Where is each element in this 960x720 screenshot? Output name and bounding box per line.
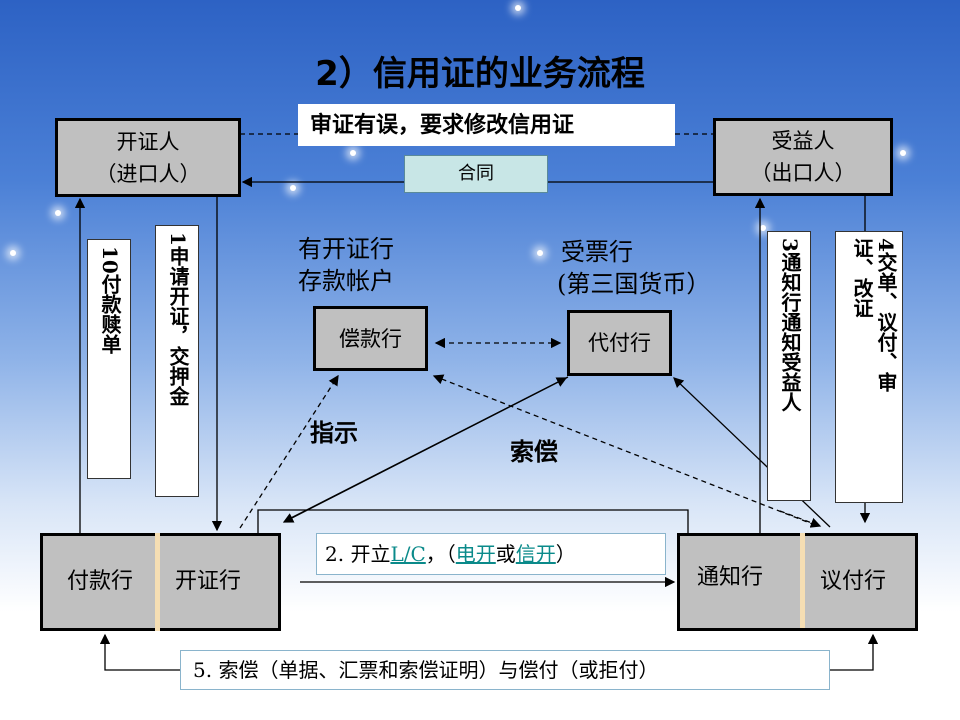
divider xyxy=(155,533,160,631)
claim-arrow xyxy=(432,374,816,526)
beneficiary-box: 受益人 （出口人） xyxy=(713,118,893,196)
step1-label: 1申请开证，交押金 xyxy=(155,225,199,497)
reimbursing-bank-box: 偿款行 xyxy=(313,306,428,371)
negotiating-to-paying-arrow xyxy=(673,377,831,528)
advising-bank-box: 通知行 议付行 xyxy=(677,533,918,631)
step4-box-bottom xyxy=(835,435,903,503)
reimbursing-label-line2: 存款帐户 xyxy=(298,267,394,295)
lc-link[interactable]: L/C xyxy=(390,542,426,566)
mail-issue-link[interactable]: 信开 xyxy=(515,542,556,566)
step3-label: 3通知行通知受益人 xyxy=(767,231,811,501)
applicant-subtitle: （进口人） xyxy=(95,161,201,186)
negotiating-bank-label: 议付行 xyxy=(820,569,887,594)
step5-left-arrow xyxy=(99,633,180,671)
applicant-title: 开证人 xyxy=(116,129,180,154)
frame-line xyxy=(257,509,689,533)
beneficiary-title: 受益人 xyxy=(771,129,835,153)
drawee-label-line1: 受票行 xyxy=(561,238,633,266)
amend-note: 审证有误，要求修改信用证 xyxy=(298,104,675,146)
slide-title: 2）信用证的业务流程 xyxy=(315,54,645,94)
step4-label: 4交单、议付、审证、改证 xyxy=(835,231,903,436)
step2-mid: ，（ xyxy=(425,542,456,566)
drawee-bank-label: 受票行 (第三国货币） xyxy=(557,236,711,300)
reimbursing-label-line1: 有开证行 xyxy=(298,235,394,263)
step2-suffix: ） xyxy=(555,542,576,566)
step2-prefix: 2. 开立 xyxy=(325,542,391,566)
issuing-bank-box: 付款行 开证行 xyxy=(40,533,281,631)
advising-bank-label: 通知行 xyxy=(697,565,764,590)
step10-label: 10付款赎单 xyxy=(87,239,131,479)
paying-agent-box: 代付行 xyxy=(567,310,672,376)
beneficiary-subtitle: （出口人） xyxy=(750,161,856,185)
step2-label: 2. 开立L/C，（电开或信开） xyxy=(316,533,666,575)
issuing-bank-label: 开证行 xyxy=(175,569,242,594)
reimbursing-account-label: 有开证行 存款帐户 xyxy=(298,233,394,297)
instruct-label: 指示 xyxy=(310,418,358,447)
instruct-arrow xyxy=(239,374,339,529)
step2-or: 或 xyxy=(495,542,516,566)
drawee-label-line2: (第三国货币） xyxy=(557,270,711,298)
divider xyxy=(800,533,805,628)
applicant-box: 开证人 （进口人） xyxy=(55,118,241,197)
paying-bank-label: 付款行 xyxy=(67,569,134,594)
tele-issue-link[interactable]: 电开 xyxy=(455,542,496,566)
step5-label: 5. 索偿（单据、汇票和索偿证明）与偿付（或拒付） xyxy=(180,650,830,690)
claim-label: 索偿 xyxy=(510,437,558,466)
contract-label: 合同 xyxy=(404,155,548,193)
step5-right-arrow xyxy=(830,633,879,671)
